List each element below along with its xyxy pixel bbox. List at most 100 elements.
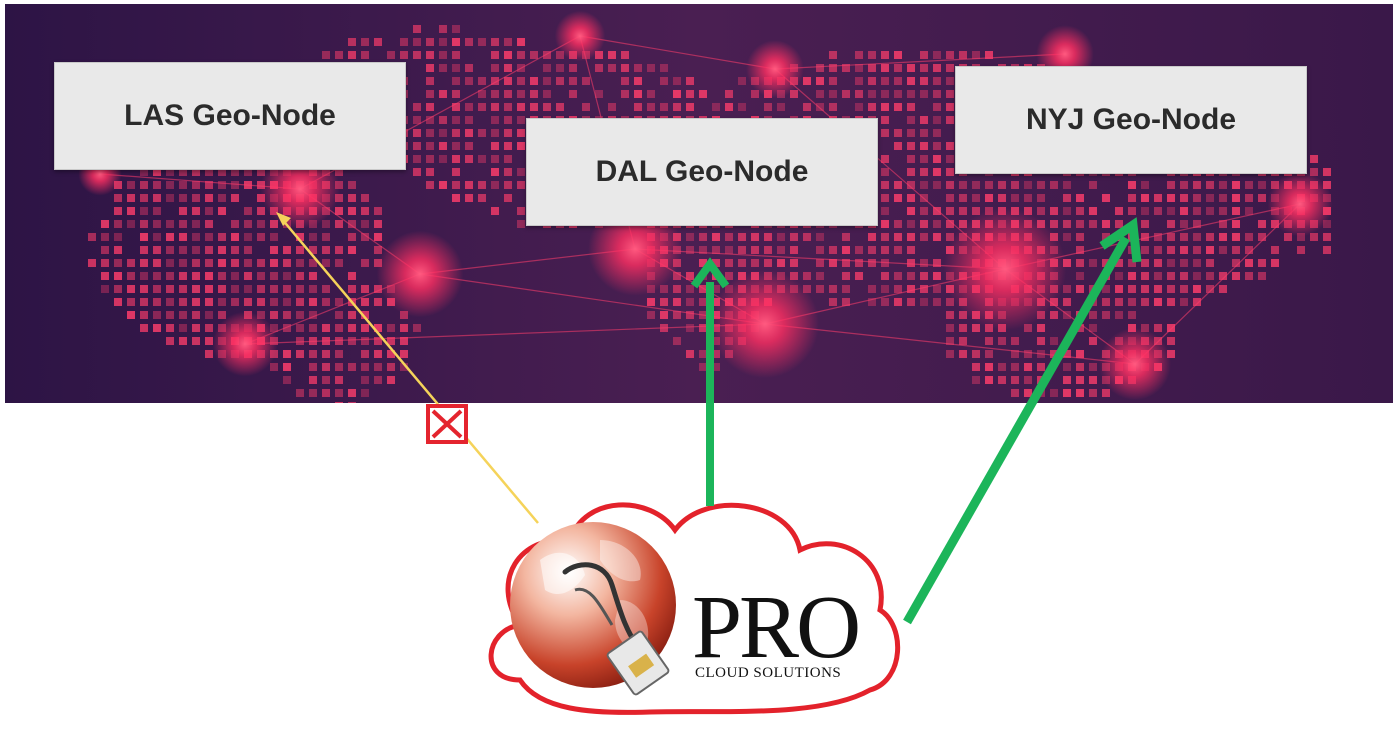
- map-dot: [1219, 207, 1227, 215]
- map-dot: [712, 246, 720, 254]
- map-dot: [504, 116, 512, 124]
- map-dot: [244, 298, 252, 306]
- map-dot: [179, 337, 187, 345]
- map-dot: [465, 142, 473, 150]
- map-dot: [205, 233, 213, 241]
- map-dot: [491, 207, 499, 215]
- map-dot: [1128, 207, 1136, 215]
- map-dot: [1206, 246, 1214, 254]
- map-dot: [530, 103, 538, 111]
- map-dot: [452, 142, 460, 150]
- map-dot: [1167, 207, 1175, 215]
- map-dot: [296, 311, 304, 319]
- map-dot: [205, 194, 213, 202]
- map-dot: [933, 233, 941, 241]
- map-dot: [140, 168, 148, 176]
- map-dot: [127, 181, 135, 189]
- map-dot: [374, 337, 382, 345]
- map-dot: [153, 207, 161, 215]
- map-dot: [1167, 220, 1175, 228]
- map-dot: [283, 350, 291, 358]
- map-dot: [322, 233, 330, 241]
- map-dot: [257, 298, 265, 306]
- map-dot: [309, 233, 317, 241]
- map-dot: [868, 64, 876, 72]
- map-dot: [946, 142, 954, 150]
- map-dot: [504, 142, 512, 150]
- map-dot: [816, 90, 824, 98]
- map-dot: [946, 324, 954, 332]
- map-dot: [1011, 350, 1019, 358]
- map-dot: [556, 64, 564, 72]
- map-dot: [1024, 207, 1032, 215]
- map-dot: [270, 220, 278, 228]
- map-dot: [517, 116, 525, 124]
- map-dot: [686, 90, 694, 98]
- map-dot: [309, 324, 317, 332]
- map-dot: [946, 298, 954, 306]
- network-hotspot: [711, 270, 819, 378]
- map-dot: [322, 324, 330, 332]
- map-dot: [335, 168, 343, 176]
- map-dot: [179, 207, 187, 215]
- map-dot: [1141, 233, 1149, 241]
- map-dot: [1011, 363, 1019, 371]
- map-dot: [1102, 389, 1110, 397]
- map-dot: [205, 311, 213, 319]
- map-dot: [166, 285, 174, 293]
- map-dot: [803, 285, 811, 293]
- map-dot: [283, 285, 291, 293]
- map-dot: [699, 259, 707, 267]
- map-dot: [1297, 233, 1305, 241]
- map-dot: [972, 376, 980, 384]
- map-dot: [452, 64, 460, 72]
- map-dot: [478, 90, 486, 98]
- map-dot: [1180, 207, 1188, 215]
- map-dot: [907, 90, 915, 98]
- map-dot: [348, 51, 356, 59]
- map-dot: [1076, 194, 1084, 202]
- map-dot: [504, 155, 512, 163]
- map-dot: [673, 77, 681, 85]
- map-dot: [452, 103, 460, 111]
- map-dot: [231, 220, 239, 228]
- map-dot: [1245, 181, 1253, 189]
- map-dot: [283, 311, 291, 319]
- map-dot: [1063, 259, 1071, 267]
- map-dot: [1089, 207, 1097, 215]
- map-dot: [491, 168, 499, 176]
- map-dot: [413, 116, 421, 124]
- map-dot: [946, 194, 954, 202]
- map-dot: [439, 129, 447, 137]
- map-dot: [153, 272, 161, 280]
- map-dot: [348, 337, 356, 345]
- map-dot: [1232, 233, 1240, 241]
- map-dot: [426, 116, 434, 124]
- map-dot: [296, 272, 304, 280]
- map-dot: [504, 38, 512, 46]
- map-dot: [426, 38, 434, 46]
- map-dot: [1076, 376, 1084, 384]
- map-dot: [816, 64, 824, 72]
- map-dot: [790, 272, 798, 280]
- map-dot: [1089, 376, 1097, 384]
- map-dot: [959, 311, 967, 319]
- map-dot: [517, 220, 525, 228]
- map-dot: [1219, 285, 1227, 293]
- map-dot: [1076, 246, 1084, 254]
- map-dot: [205, 298, 213, 306]
- map-dot: [270, 272, 278, 280]
- map-dot: [933, 103, 941, 111]
- map-dot: [543, 64, 551, 72]
- map-dot: [426, 142, 434, 150]
- map-dot: [751, 259, 759, 267]
- globe-with-network-cable-icon: [510, 522, 676, 696]
- map-dot: [270, 259, 278, 267]
- map-dot: [829, 90, 837, 98]
- map-dot: [1154, 298, 1162, 306]
- map-dot: [569, 77, 577, 85]
- map-dot: [1167, 246, 1175, 254]
- map-dot: [933, 298, 941, 306]
- map-dot: [465, 155, 473, 163]
- map-dot: [192, 298, 200, 306]
